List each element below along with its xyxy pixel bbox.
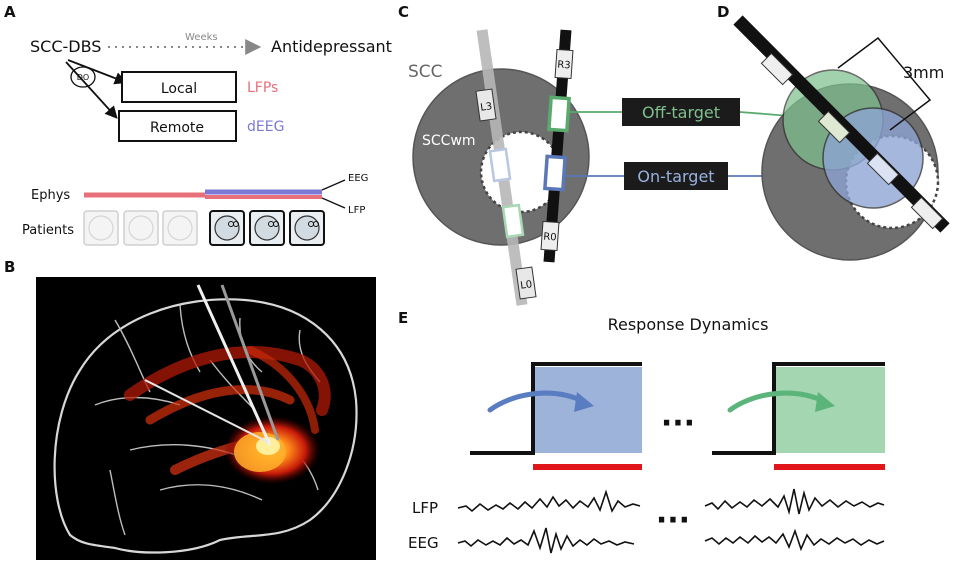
on-target-label: On-target: [637, 167, 714, 186]
brain-outline: [53, 298, 358, 554]
ephys-label: Ephys: [31, 188, 70, 203]
scc-label: SCC: [408, 62, 443, 82]
contact-l3: [475, 88, 497, 122]
response-fill-blue: [533, 367, 642, 453]
panel-label-d: D: [717, 3, 729, 21]
do-node: [70, 66, 96, 88]
panel-label-e: E: [398, 309, 408, 327]
distance-bracket: [837, 36, 932, 131]
remote-box: [118, 110, 237, 142]
lfp-trace-right: [704, 488, 885, 516]
lfps-label: LFPs: [247, 80, 278, 96]
patients-label: Patients: [22, 223, 74, 238]
contact-zoom-0: [910, 196, 944, 230]
patient-icon: [123, 210, 159, 246]
remote-box-label: Remote: [150, 120, 204, 136]
ellipsis-bottom: ···: [656, 503, 690, 538]
eeg-trace-label: EEG: [408, 534, 439, 552]
ellipsis-top: ···: [661, 406, 695, 441]
transition-arrowhead-green: [815, 392, 835, 412]
fiber-line: [144, 379, 269, 443]
contact-l2: [488, 147, 512, 183]
contact-l3-label: L3: [480, 101, 493, 114]
panel-c: C SCC SCCwm L3 L0 R3 R0: [398, 3, 590, 306]
patient-icon: [162, 210, 198, 246]
lead-right: R3 R0: [540, 29, 574, 263]
arrow-to-remote: [65, 61, 118, 119]
lfp-tag: LFP: [348, 205, 365, 216]
electrode-right: [196, 284, 272, 446]
panel-d: D 3mm: [717, 3, 950, 261]
contact-l1: [501, 203, 525, 239]
scc-dbs-label: SCC-DBS: [30, 37, 101, 56]
tractography-heatmap: [124, 346, 331, 484]
distance-label: 3mm: [903, 63, 944, 82]
weeks-label: Weeks: [185, 32, 218, 43]
eeg-pointer: [321, 179, 346, 191]
eeg-trace-left: [457, 527, 635, 554]
contact-r3-label: R3: [557, 60, 571, 72]
contact-r1-on-target: [543, 154, 567, 192]
contact-l0: [515, 266, 537, 300]
patient-icon: [249, 210, 285, 246]
transition-arrow-green: [727, 390, 829, 413]
step-trace-right: [712, 362, 885, 455]
patients-lfp-only: [83, 210, 198, 246]
contact-r0-label: R0: [543, 232, 557, 244]
local-box: [121, 71, 237, 103]
contact-r3: [554, 48, 574, 80]
contact-zoom-1: [866, 152, 900, 186]
patient-icon: [289, 210, 325, 246]
panel-label-b: B: [4, 258, 15, 276]
local-box-label: Local: [161, 81, 197, 97]
off-target-label-box: [622, 98, 740, 126]
electrode-left: [220, 284, 280, 441]
patient-icon: [209, 210, 245, 246]
lfp-trace-label: LFP: [412, 499, 438, 517]
contact-r2-off-target: [547, 95, 571, 133]
target-legend: Off-target On-target: [566, 98, 835, 190]
eeg-trace-right: [704, 528, 885, 552]
deeg-label: dEEG: [247, 119, 284, 135]
off-target-label: Off-target: [642, 103, 720, 122]
eeg-tag: EEG: [348, 173, 368, 184]
panel-a: A SCC-DBS Weeks Antidepressant DO Local …: [4, 3, 392, 246]
response-fill-green: [774, 367, 885, 453]
transition-arrow-blue: [487, 390, 588, 413]
lfp-trace-left: [457, 489, 641, 513]
step-trace-left: [470, 362, 642, 455]
contact-l0-label: L0: [520, 279, 533, 292]
panel-b: B: [4, 258, 376, 560]
response-dynamics-title: Response Dynamics: [608, 315, 769, 334]
on-target-label-box: [624, 162, 728, 190]
panel-e: E Response Dynamics ··· LFP EEG ···: [398, 309, 885, 554]
transition-arrowhead-blue: [574, 392, 594, 412]
contact-zoom-3: [760, 52, 794, 86]
panel-label-a: A: [4, 3, 16, 21]
do-node-label: DO: [77, 73, 89, 82]
contact-zoom-2: [817, 110, 851, 144]
panel-label-c: C: [398, 3, 409, 21]
lead-left: L3 L0: [475, 29, 537, 306]
contact-r0: [540, 220, 560, 252]
arrow-to-local: [67, 59, 128, 85]
brain-image-background: [36, 277, 376, 560]
sccwm-label: SCCwm: [422, 133, 476, 149]
antidepressant-label: Antidepressant: [271, 37, 392, 56]
patients-lfp-eeg: [209, 210, 325, 246]
lfp-pointer: [321, 197, 346, 209]
patient-icon: [83, 210, 119, 246]
